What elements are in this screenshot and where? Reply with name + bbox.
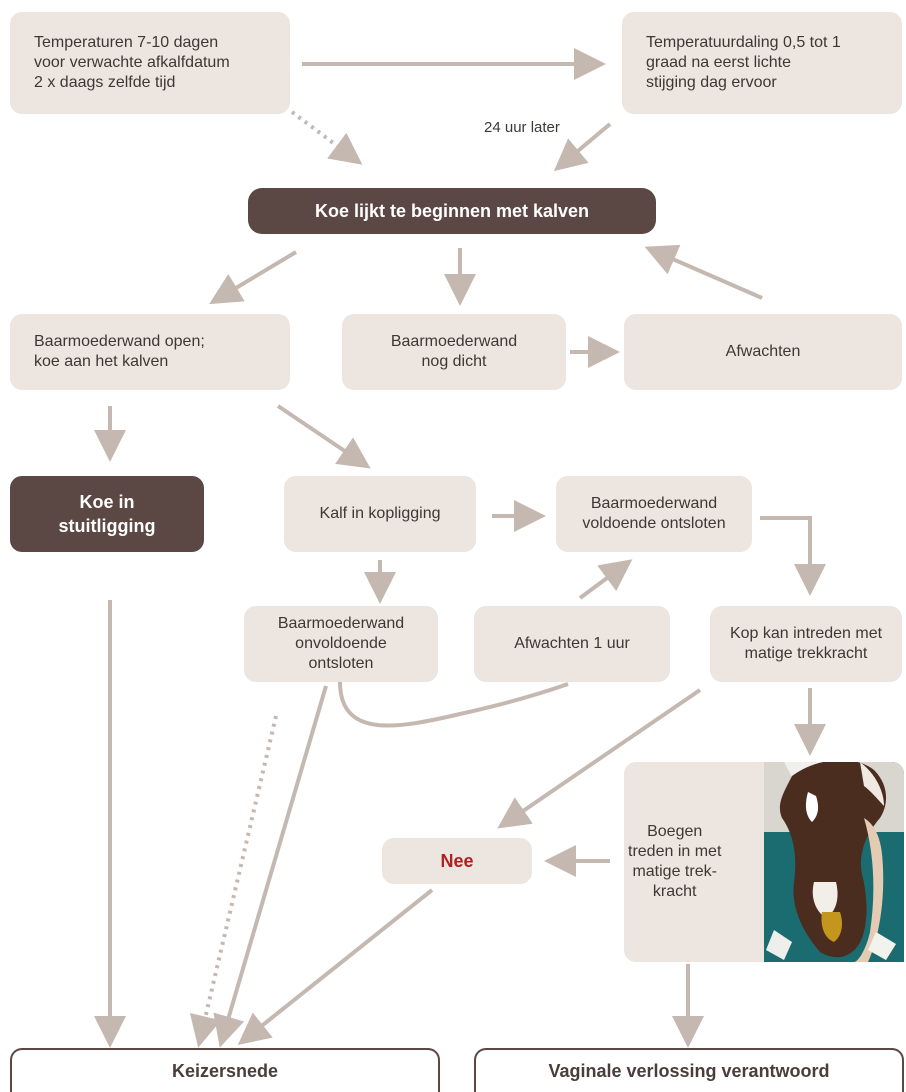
node-nee: Nee xyxy=(382,838,532,884)
node-kalf-in-kopligging: Kalf in kopligging xyxy=(284,476,476,552)
node-koe-in-stuitligging: Koe in stuitligging xyxy=(10,476,204,552)
node-baarmoederwand-nog-dicht: Baarmoederwand nog dicht xyxy=(342,314,566,390)
curve-onvoldoende-to-afwachten1uur xyxy=(338,681,569,728)
arrow-afwachten-to-koe xyxy=(644,244,763,300)
arrow-voldoende-to-kop xyxy=(760,516,826,596)
node-baarmoederwand-open: Baarmoederwand open; koe aan het kalven xyxy=(10,314,290,390)
arrow-koe-to-open xyxy=(209,250,298,305)
node-kop-kan-intreden: Kop kan intreden met matige trekkracht xyxy=(710,606,902,682)
node-temperaturen: Temperaturen 7-10 dagen voor verwachte a… xyxy=(10,12,290,114)
arrow-onvoldoende-to-keizersnede xyxy=(213,685,328,1048)
node-baarmoederwand-voldoende-ontsloten: Baarmoederwand voldoende ontsloten xyxy=(556,476,752,552)
node-afwachten: Afwachten xyxy=(624,314,902,390)
node-keizersnede: Keizersnede xyxy=(10,1048,440,1092)
arrow-daling-to-koe xyxy=(553,122,612,172)
label-24-uur-later: 24 uur later xyxy=(484,119,560,136)
calf-head-photo-icon xyxy=(764,762,904,962)
arrow-nee-to-keizersnede xyxy=(237,888,434,1045)
node-baarmoederwand-onvoldoende-ontsloten: Baarmoederwand onvoldoende ontsloten xyxy=(244,606,438,682)
arrow-afwachten1uur-to-voldoende xyxy=(578,559,633,600)
node-temperatuurdaling: Temperatuurdaling 0,5 tot 1 graad na eer… xyxy=(622,12,902,114)
arrow-kop-to-nee xyxy=(497,688,702,829)
arrow-open-to-kopligging xyxy=(276,404,371,469)
node-vaginale-verlossing: Vaginale verlossing verantwoord xyxy=(474,1048,904,1092)
node-afwachten-1-uur: Afwachten 1 uur xyxy=(474,606,670,682)
dotted-arrow-temperaturen-to-koe xyxy=(290,110,363,165)
node-koe-lijkt-te-beginnen: Koe lijkt te beginnen met kalven xyxy=(248,188,656,234)
